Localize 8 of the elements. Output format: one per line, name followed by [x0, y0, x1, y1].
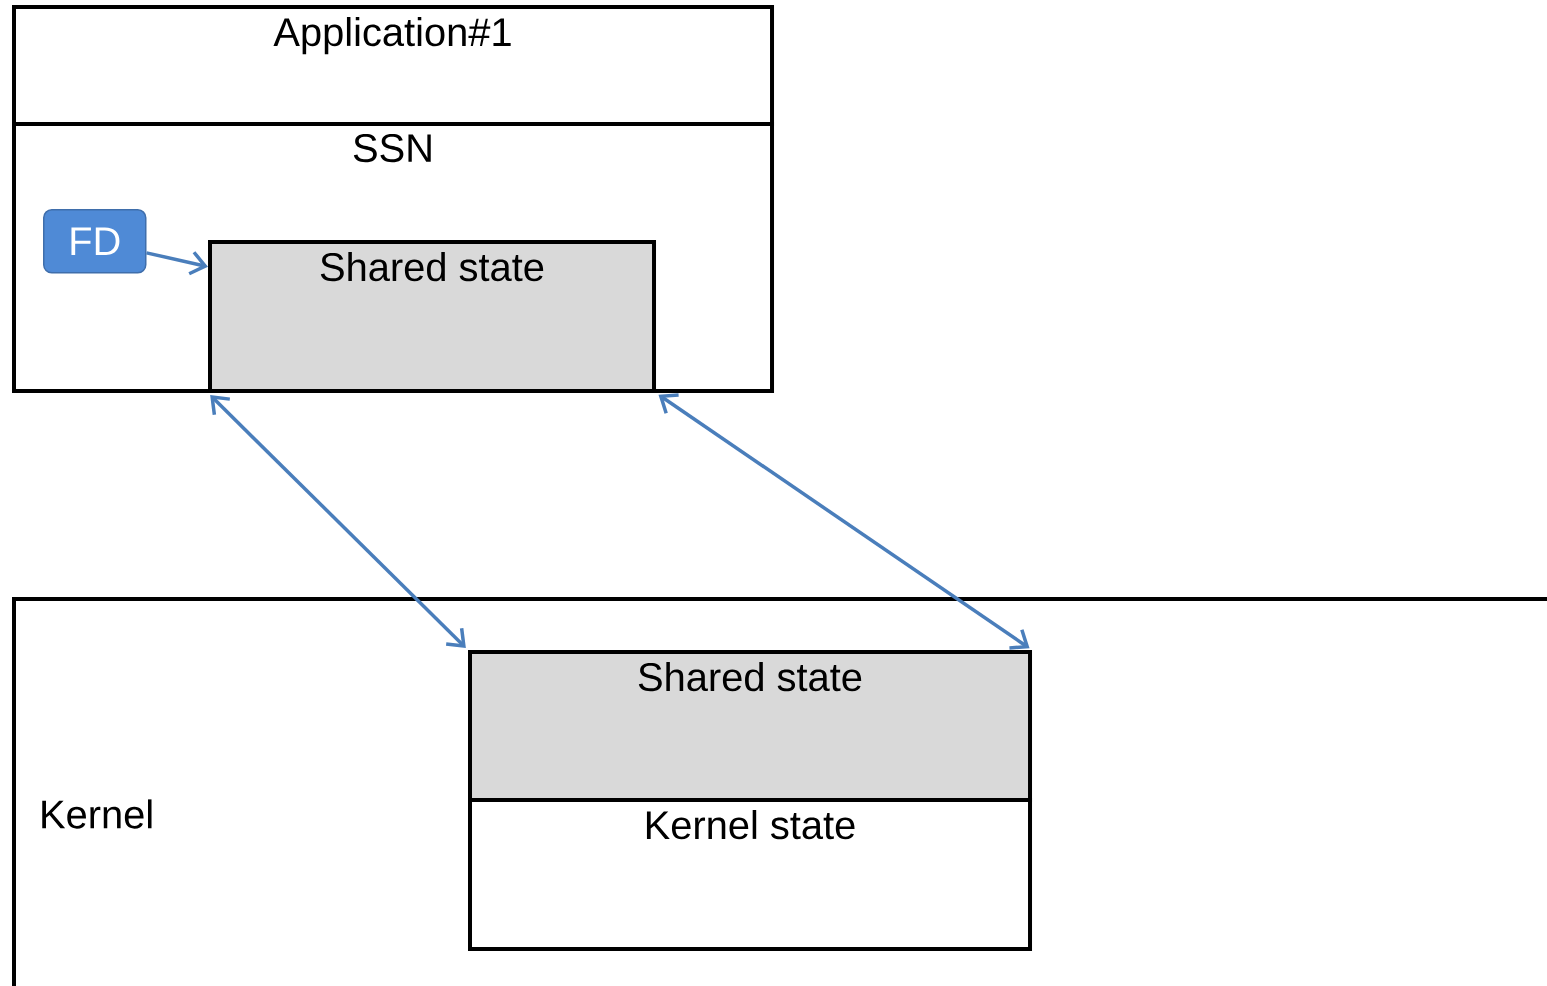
box: Kernel state: [468, 798, 1032, 951]
arrow: [658, 393, 1030, 650]
box: Application#1: [12, 5, 774, 126]
box: Shared state: [468, 650, 1032, 802]
fd-button: FD: [43, 209, 147, 274]
arrow: [146, 251, 208, 276]
box: Shared state: [208, 240, 656, 393]
arrow: [210, 395, 466, 648]
